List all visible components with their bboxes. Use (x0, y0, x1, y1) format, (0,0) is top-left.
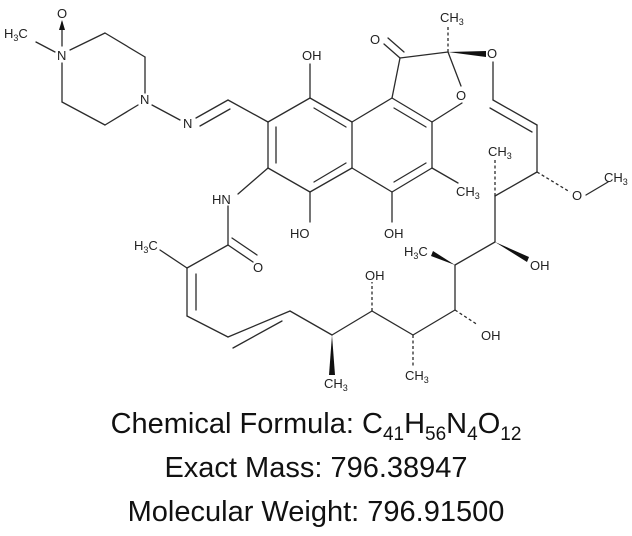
atom-chain-oh-b: OH (365, 268, 385, 283)
formula-value: C41H56N4O12 (361, 408, 522, 445)
atom-oh-bottom-left: HO (290, 226, 310, 241)
molecular-weight-value: 796.91500 (367, 496, 505, 528)
atom-imine-n: N (183, 116, 192, 131)
formula-line: Chemical Formula: C41H56N4O12 (0, 402, 632, 446)
atom-nh: HN (212, 192, 231, 207)
molecular-weight-label: Molecular Weight: (127, 496, 360, 528)
atom-chain-ch3-b: H3C (404, 244, 428, 261)
atom-labels: O H3C N N N OH O CH3 O O HN HO OH CH3 O … (4, 6, 628, 393)
atom-oh-top: OH (302, 48, 322, 63)
molecular-weight-line: Molecular Weight: 796.91500 (0, 490, 632, 534)
exact-mass-value: 796.38947 (330, 452, 468, 484)
atom-amide-o: O (253, 260, 263, 275)
atom-lactone-carbonyl-o: O (370, 32, 380, 47)
atom-lactone-ch3: CH3 (440, 10, 464, 27)
atom-piperazine-n2: N (140, 92, 149, 107)
atom-chain-ch3-d: CH3 (324, 376, 348, 393)
formula-label: Chemical Formula: (110, 408, 354, 440)
atom-aryl-ch3: CH3 (456, 184, 480, 201)
atom-chain-ch3-c: CH3 (405, 368, 429, 385)
atom-lactone-ring-o: O (456, 88, 466, 103)
atom-piperazine-n1: N (57, 48, 66, 63)
atom-amide-ch3: H3C (134, 238, 158, 255)
atom-chain-oh-c: OH (481, 328, 501, 343)
bonds (35, 20, 609, 375)
exact-mass-label: Exact Mass: (164, 452, 323, 484)
atom-n-methyl: H3C (4, 26, 28, 43)
exact-mass-line: Exact Mass: 796.38947 (0, 446, 632, 490)
atom-chain-oh-a: OH (530, 258, 550, 273)
atom-bridge-o: O (487, 46, 497, 61)
atom-methoxy-ch3: CH3 (604, 170, 628, 187)
atom-oh-bottom-right: OH (384, 226, 404, 241)
atom-chain-ch3-a: CH3 (488, 144, 512, 161)
atom-n-oxide-o: O (57, 6, 67, 21)
molecule-caption: Chemical Formula: C41H56N4O12 Exact Mass… (0, 402, 632, 534)
atom-methoxy-o: O (572, 188, 582, 203)
chemical-structure-diagram: O H3C N N N OH O CH3 O O HN HO OH CH3 O … (4, 6, 628, 393)
